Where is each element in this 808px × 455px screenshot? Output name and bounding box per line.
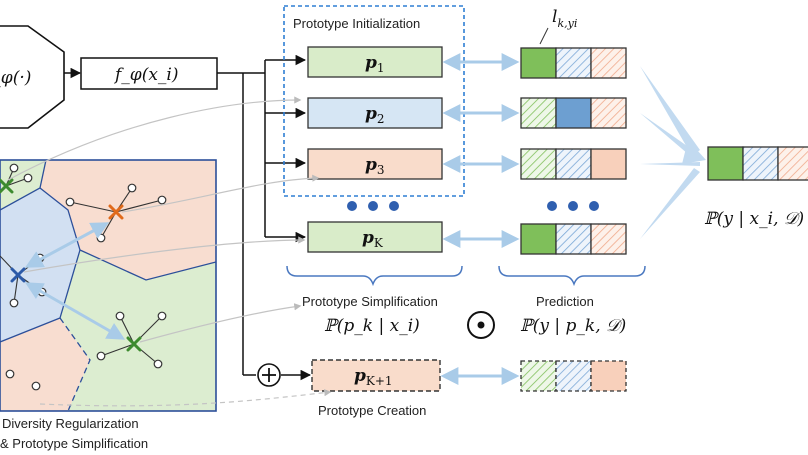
prototype-p2: p2 xyxy=(307,97,443,129)
prototype-p1: p1 xyxy=(307,46,443,78)
prototype-creation-title: Prototype Creation xyxy=(318,403,426,418)
label-vector-K xyxy=(520,223,627,255)
prototype-initialization-title: Prototype Initialization xyxy=(293,16,420,31)
prototype-p2-label: p2 xyxy=(365,104,385,126)
feature-label: f_φ(x_i) xyxy=(113,65,178,85)
output-formula: ℙ(y | x_i, 𝒟) xyxy=(704,209,804,229)
routing-lines xyxy=(217,54,312,381)
simplification-formula: ℙ(p_k | x_i) xyxy=(324,316,420,336)
label-vector-3 xyxy=(520,148,627,180)
prediction-title: Prediction xyxy=(536,294,594,309)
label-vector-ellipsis xyxy=(547,201,599,211)
label-vector-pointer xyxy=(539,27,549,45)
prediction-brace xyxy=(498,265,646,287)
prototype-initialization-box xyxy=(283,5,465,197)
odot-symbol xyxy=(467,311,495,339)
prototype-pK-label: pK xyxy=(362,228,384,250)
prototype-p1-label: p1 xyxy=(365,53,385,75)
prototype-p3-label: p3 xyxy=(365,155,385,177)
aggregation-arrows xyxy=(640,66,706,239)
oplus-symbol xyxy=(257,363,281,387)
prototype-pK1: pK+1 xyxy=(311,359,441,392)
cluster-panel xyxy=(0,159,217,412)
label-vector-1 xyxy=(520,47,627,79)
left-caption-line1: Diversity Regularization xyxy=(2,416,139,431)
prototype-pK: pK xyxy=(307,221,443,253)
prototype-ellipsis xyxy=(347,201,399,211)
label-vector-title: lk,yi xyxy=(552,7,577,30)
prediction-formula: ℙ(y | p_k, 𝒟) xyxy=(520,316,626,336)
simplification-brace xyxy=(286,265,463,287)
simplification-title: Prototype Simplification xyxy=(302,294,438,309)
prototype-label-arrows xyxy=(440,53,520,385)
left-caption-line2: & Prototype Simplification xyxy=(0,436,148,451)
encoder-block: f_φ(·) xyxy=(0,25,65,129)
prototype-pK1-label: pK+1 xyxy=(354,366,393,388)
output-vector xyxy=(707,146,808,181)
mapping-curves xyxy=(7,96,332,407)
encoder-label: f_φ(·) xyxy=(0,68,31,88)
prototype-p3: p3 xyxy=(307,148,443,180)
feature-block: f_φ(x_i) xyxy=(80,57,218,90)
label-vector-2 xyxy=(520,97,627,129)
label-vector-new xyxy=(520,360,627,392)
